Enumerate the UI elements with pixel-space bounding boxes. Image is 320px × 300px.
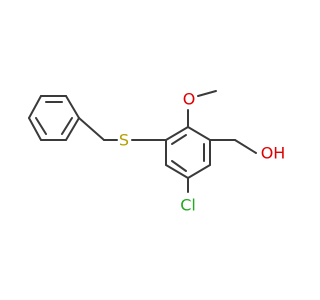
ch2-oh-bond	[234, 139, 257, 154]
ring-bond	[165, 164, 189, 179]
phenyl-bond	[28, 117, 42, 141]
ring-bond	[165, 126, 189, 141]
phenyl-bond	[65, 117, 80, 141]
structure-canvas: S O OH Cl	[28, 90, 286, 215]
ring-double-bond	[171, 160, 187, 172]
sulfur-atom-label: S	[119, 131, 129, 150]
phenyl-double-bond	[61, 117, 73, 135]
o-methyl-bond	[197, 90, 217, 97]
ring-bond	[187, 126, 211, 141]
hydroxyl-label: OH	[261, 144, 286, 163]
ring-double-bond	[171, 134, 187, 145]
bond-group	[28, 90, 257, 193]
phenyl-bond	[28, 95, 42, 119]
phenyl-bond	[65, 95, 80, 119]
ring-bond	[187, 164, 211, 179]
methoxy-oxygen-label: O	[183, 90, 196, 109]
phenyl-ch2-bond	[78, 117, 105, 141]
phenyl-double-bond	[35, 117, 47, 135]
chlorine-atom-label: Cl	[180, 196, 196, 215]
